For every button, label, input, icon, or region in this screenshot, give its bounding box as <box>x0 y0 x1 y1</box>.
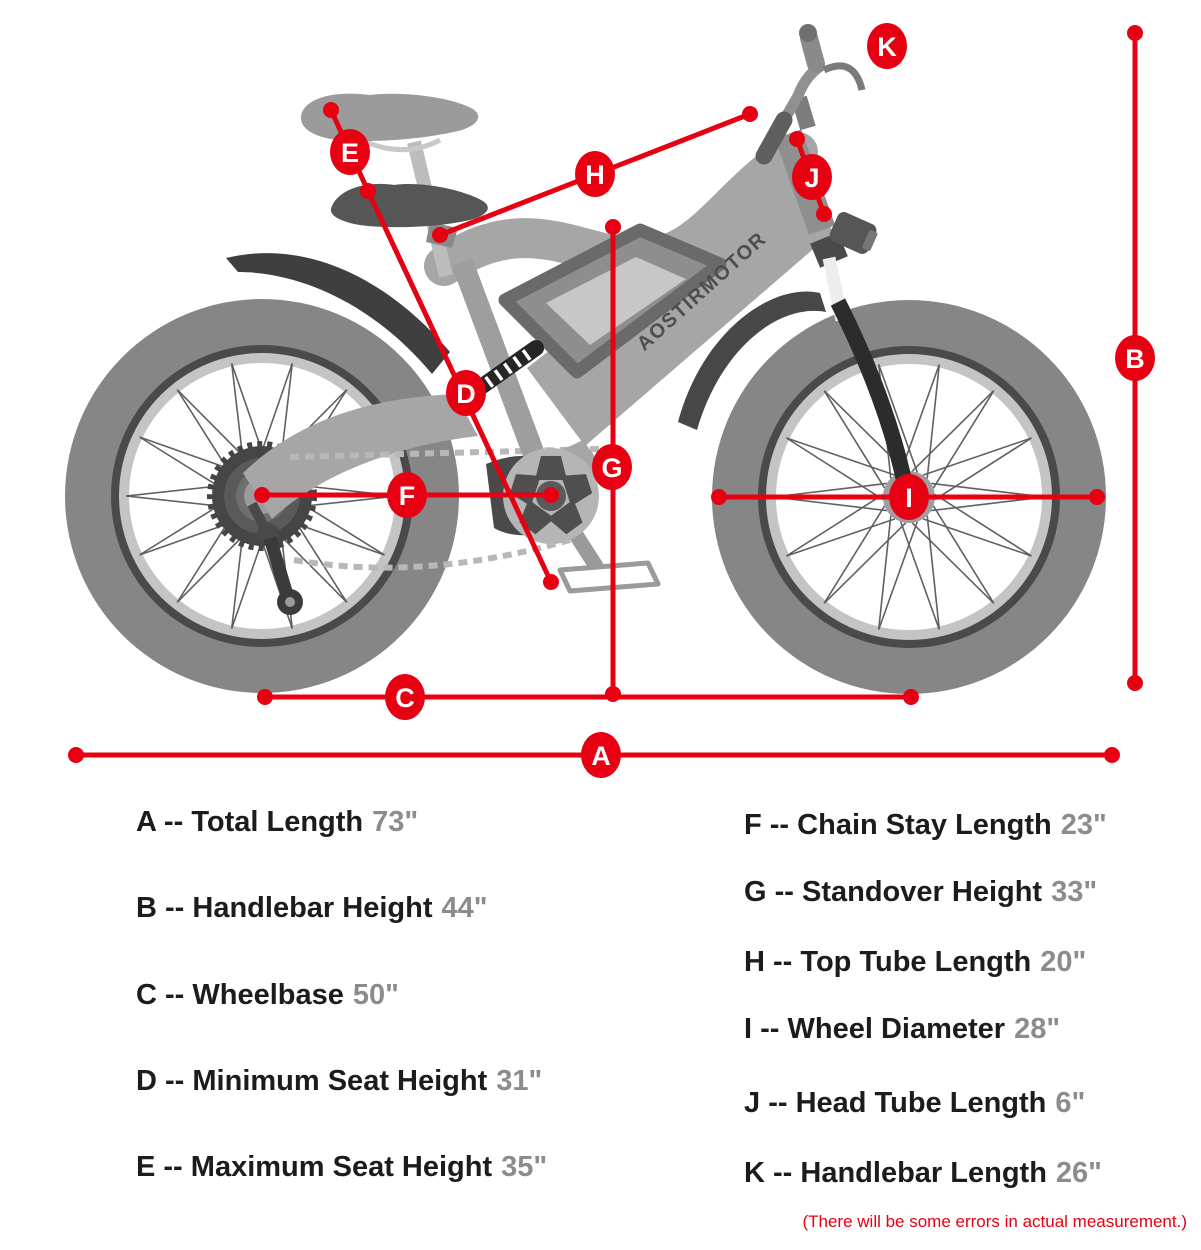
legend-separator: -- <box>764 1157 801 1189</box>
legend-label: Minimum Seat Height <box>192 1065 488 1097</box>
marker-C: C <box>385 674 425 720</box>
marker-B: B <box>1115 335 1155 381</box>
legend-separator: -- <box>764 946 801 978</box>
legend-label: Standover Height <box>802 876 1043 908</box>
legend-value: 35" <box>501 1151 548 1183</box>
svg-text:H: H <box>585 160 605 190</box>
legend-value: 31" <box>496 1065 543 1097</box>
rear-derailleur <box>247 501 303 615</box>
svg-text:A: A <box>591 741 611 771</box>
legend-letter: E <box>136 1151 156 1183</box>
legend-letter: B <box>136 892 157 924</box>
brake-lever <box>822 62 866 91</box>
legend-letter: C <box>136 979 157 1011</box>
marker-H: H <box>575 151 615 197</box>
marker-A: A <box>581 732 621 778</box>
legend-label: Handlebar Height <box>192 892 433 924</box>
legend-separator: -- <box>156 892 193 924</box>
legend-value: 73" <box>372 806 419 838</box>
legend-value: 23" <box>1060 809 1107 841</box>
measurement-markers: A B C D E F G H I J K <box>330 23 1155 778</box>
legend-letter: K <box>744 1157 765 1189</box>
legend-letter: D <box>136 1065 157 1097</box>
marker-F: F <box>387 472 427 518</box>
pedal <box>557 560 661 594</box>
svg-text:C: C <box>395 683 415 713</box>
legend-label: Wheel Diameter <box>787 1013 1006 1045</box>
legend-label: Head Tube Length <box>795 1087 1047 1119</box>
legend-value: 6" <box>1055 1087 1086 1119</box>
legend-label: Chain Stay Length <box>797 809 1052 841</box>
battery-panel <box>546 257 686 345</box>
marker-I: I <box>889 474 929 520</box>
headlight <box>829 212 878 254</box>
svg-text:I: I <box>905 483 913 513</box>
svg-text:G: G <box>601 453 622 483</box>
marker-E: E <box>330 129 370 175</box>
legend-value: 26" <box>1055 1157 1102 1189</box>
legend-letter: I <box>744 1013 753 1045</box>
front-fender <box>678 291 826 430</box>
legend-letter: F <box>744 809 762 841</box>
legend-separator: -- <box>760 1087 796 1119</box>
rear-fender <box>226 253 450 374</box>
saddle-min-height <box>330 183 488 228</box>
svg-text:E: E <box>341 138 359 168</box>
legend-label: Wheelbase <box>192 979 344 1011</box>
measurement-disclaimer: (There will be some errors in actual mea… <box>802 1212 1187 1231</box>
legend-value: 20" <box>1040 946 1087 978</box>
legend-separator: -- <box>156 979 193 1011</box>
measurement-endpoints <box>68 25 1143 763</box>
legend-letter: A <box>136 806 156 838</box>
legend-separator: -- <box>156 1065 193 1097</box>
svg-text:F: F <box>399 481 416 511</box>
legend-separator: -- <box>766 876 802 908</box>
svg-text:J: J <box>804 163 819 193</box>
handlebar <box>755 24 866 165</box>
svg-text:K: K <box>877 32 897 62</box>
legend-label: Top Tube Length <box>800 946 1032 978</box>
legend-value: 50" <box>352 979 399 1011</box>
legend-letter: H <box>744 946 765 978</box>
legend-label: Maximum Seat Height <box>190 1151 493 1183</box>
legend-separator: -- <box>155 1151 191 1183</box>
swingarm <box>243 394 478 519</box>
marker-D: D <box>446 370 486 416</box>
legend-letter: G <box>744 876 767 908</box>
legend-label: Handlebar Length <box>800 1157 1047 1189</box>
legend-separator: -- <box>155 806 192 838</box>
legend-value: 44" <box>441 892 488 924</box>
legend-label: Total Length <box>191 806 364 838</box>
legend-separator: -- <box>761 809 798 841</box>
legend-value: 28" <box>1014 1013 1061 1045</box>
marker-K: K <box>867 23 907 69</box>
saddle-max-height <box>301 93 479 142</box>
legend-value: 33" <box>1051 876 1098 908</box>
svg-text:B: B <box>1125 344 1145 374</box>
crankset <box>503 448 661 594</box>
marker-G: G <box>592 444 632 490</box>
legend-separator: -- <box>752 1013 788 1045</box>
svg-text:D: D <box>456 379 476 409</box>
legend-letter: J <box>744 1087 761 1119</box>
marker-J: J <box>792 154 832 200</box>
